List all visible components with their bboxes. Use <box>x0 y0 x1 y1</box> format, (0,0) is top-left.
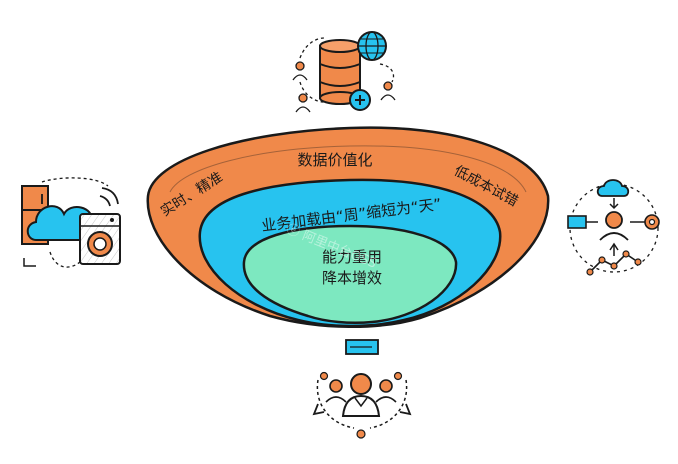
core-label-line1: 能力重用 <box>322 248 382 266</box>
inner-core <box>242 224 458 324</box>
database-globe-users-icon <box>292 31 396 113</box>
outer-top-label: 数据价值化 <box>297 151 372 169</box>
core-label-line2: 降本增效 <box>322 269 382 287</box>
team-collaboration-icon <box>312 339 412 439</box>
ai-person-network-icon <box>567 179 660 276</box>
rings <box>146 126 550 329</box>
smart-home-appliances-cloud-icon <box>21 177 121 268</box>
outer-ring-rim <box>169 145 527 193</box>
